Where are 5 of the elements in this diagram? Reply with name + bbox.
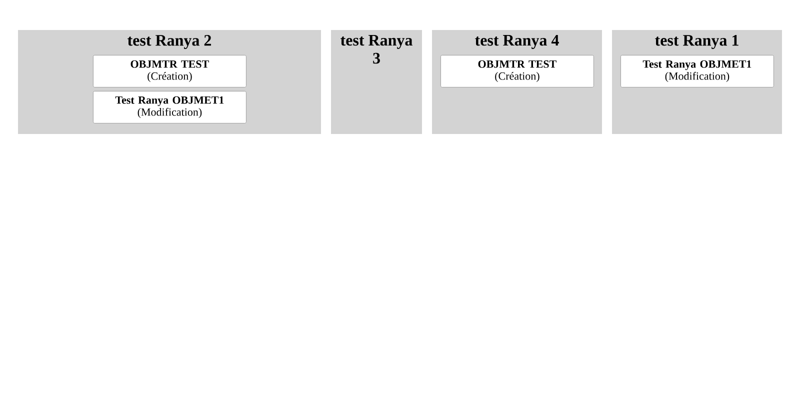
column-panel: test Ranya 3 <box>331 30 422 134</box>
task-card: OBJMTR TEST (Création) <box>440 55 594 88</box>
task-card: Test Ranya OBJMET1 (Modification) <box>620 55 774 88</box>
task-card: OBJMTR TEST (Création) <box>93 55 246 88</box>
task-card: Test Ranya OBJMET1 (Modification) <box>93 91 246 124</box>
